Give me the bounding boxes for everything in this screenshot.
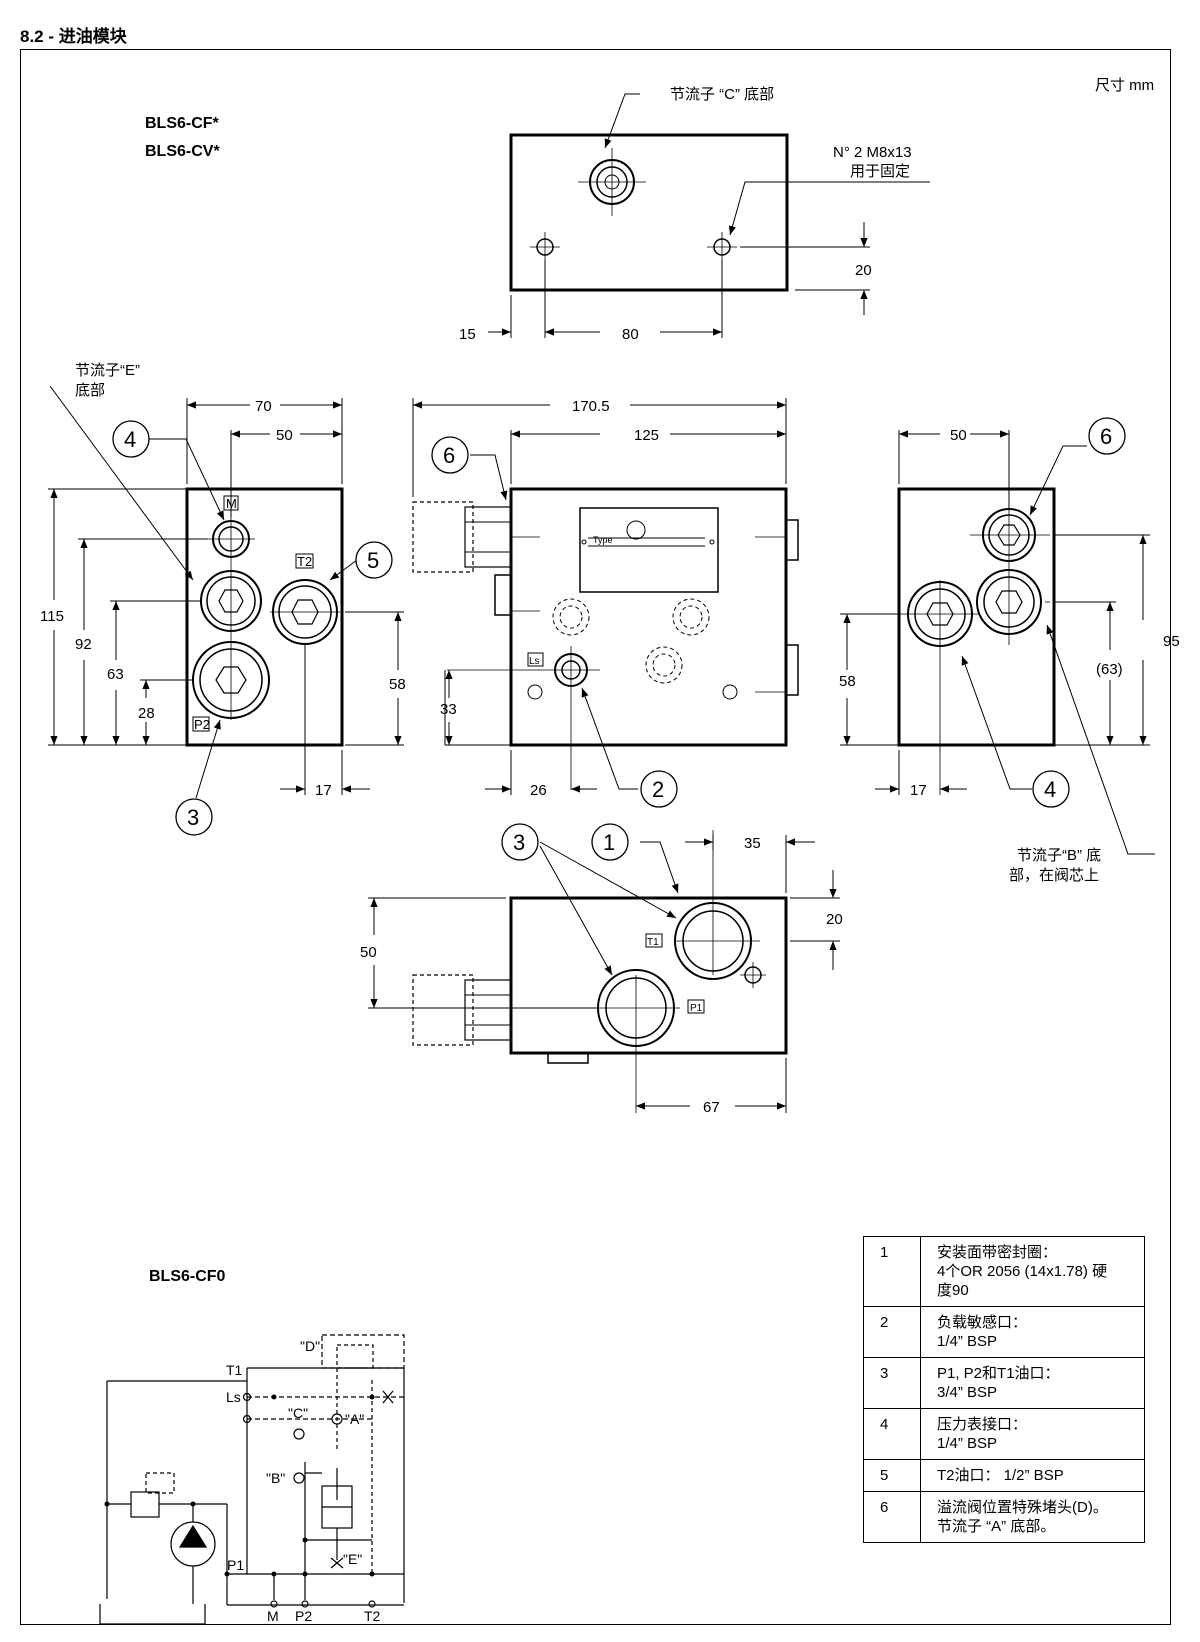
left-view-dims xyxy=(48,385,404,799)
schematic-label-d: "D" xyxy=(300,1338,320,1354)
legend-desc: 压力表接口：1/4” BSP xyxy=(920,1408,1145,1460)
model-label-1: BLS6-CF* xyxy=(145,115,220,132)
nameplate-type: Type xyxy=(593,535,613,545)
dim-left-115: 115 xyxy=(40,608,64,625)
dim-front-26: 26 xyxy=(530,782,547,799)
dim-front-33: 33 xyxy=(440,701,457,718)
units-label: 尺寸 mm xyxy=(1095,77,1154,94)
bottom-view-dims xyxy=(368,835,840,1113)
schematic-label-m: M xyxy=(267,1608,279,1624)
dim-bottom-50: 50 xyxy=(360,944,377,961)
balloons xyxy=(112,417,1126,861)
balloon-3-left: 3 xyxy=(187,805,199,830)
callout-throttle-c: 节流子 “C” 底部 xyxy=(670,86,774,103)
callout-fixing-2: 用于固定 xyxy=(850,163,910,180)
dim-left-58: 58 xyxy=(389,676,406,693)
schematic-label-p1: P1 xyxy=(227,1557,244,1573)
legend-num: 1 xyxy=(863,1236,921,1307)
dim-left-92: 92 xyxy=(75,636,92,653)
bottom-view xyxy=(412,830,788,1113)
dim-left-63: 63 xyxy=(107,666,124,683)
balloon-5-left: 5 xyxy=(367,548,379,573)
legend-table: 1 安装面带密封圈：4个OR 2056 (14x1.78) 硬度90 2 负载敏… xyxy=(863,1236,1145,1543)
callout-throttle-b-2: 部，在阀芯上 xyxy=(1009,867,1099,884)
drawing-frame xyxy=(20,49,1171,1625)
dim-right-63: (63) xyxy=(1096,661,1123,678)
callout-throttle-e-1: 节流子“E” xyxy=(75,362,140,379)
dim-left-50: 50 xyxy=(276,427,293,444)
top-view-dims xyxy=(488,93,930,338)
dim-right-50: 50 xyxy=(950,427,967,444)
dim-bottom-20: 20 xyxy=(826,911,843,928)
legend-row: 5 T2油口： 1/2” BSP xyxy=(863,1459,1145,1492)
schematic-label-a: "A" xyxy=(345,1411,364,1427)
legend-desc: 安装面带密封圈：4个OR 2056 (14x1.78) 硬度90 xyxy=(920,1236,1145,1307)
dim-bottom-67: 67 xyxy=(703,1099,720,1116)
dim-left-70: 70 xyxy=(255,398,272,415)
balloon-1-bottom: 1 xyxy=(603,830,615,855)
front-view-dims xyxy=(412,398,787,795)
dim-right-95: 95 xyxy=(1163,633,1180,650)
schematic-nodes xyxy=(104,1394,375,1577)
schematic-title: BLS6-CF0 xyxy=(149,1268,226,1285)
balloon-numbers: 4 6 5 3 2 4 6 3 1 xyxy=(124,424,1112,855)
port-label-m: M xyxy=(226,496,237,511)
schematic-label-c: "C" xyxy=(288,1405,308,1421)
dim-front-125: 125 xyxy=(634,427,659,444)
legend-desc: 负载敏感口：1/4” BSP xyxy=(920,1306,1145,1358)
schematic-label-t2: T2 xyxy=(364,1608,381,1624)
right-view-dims xyxy=(840,430,1155,855)
section-heading: 8.2 - 进油模块 xyxy=(20,27,127,46)
right-view xyxy=(897,487,1056,795)
schematic-label-ls: Ls xyxy=(226,1389,241,1405)
callout-throttle-b-1: 节流子“B” 底 xyxy=(1017,847,1101,864)
port-label-t1: T1 xyxy=(647,937,659,948)
hydraulic-schematic xyxy=(99,1334,405,1625)
balloon-4-left: 4 xyxy=(124,427,136,452)
port-label-p1: P1 xyxy=(690,1003,703,1014)
port-label-t2: T2 xyxy=(297,554,312,569)
dim-top-20: 20 xyxy=(855,262,872,279)
legend-row: 4 压力表接口：1/4” BSP xyxy=(863,1408,1145,1460)
dim-top-15: 15 xyxy=(459,326,476,343)
legend-num: 6 xyxy=(863,1491,921,1543)
dim-right-58: 58 xyxy=(839,673,856,690)
legend-row: 2 负载敏感口：1/4” BSP xyxy=(863,1306,1145,1358)
dim-right-17: 17 xyxy=(910,782,927,799)
legend-desc: 溢流阀位置特殊堵头(D)。节流子 “A” 底部。 xyxy=(920,1491,1145,1543)
balloon-4-right: 4 xyxy=(1044,777,1056,802)
dim-bottom-35: 35 xyxy=(744,835,761,852)
dim-left-28: 28 xyxy=(138,705,155,722)
schematic-label-p2: P2 xyxy=(295,1608,312,1624)
balloon-6-right: 6 xyxy=(1100,424,1112,449)
top-view xyxy=(509,133,789,292)
callout-fixing-1: N° 2 M8x13 xyxy=(833,144,912,161)
model-label-2: BLS6-CV* xyxy=(145,143,220,160)
legend-num: 3 xyxy=(863,1357,921,1409)
legend-num: 4 xyxy=(863,1408,921,1460)
port-label-p2: P2 xyxy=(194,717,210,732)
legend-row: 1 安装面带密封圈：4个OR 2056 (14x1.78) 硬度90 xyxy=(863,1236,1145,1307)
dim-top-80: 80 xyxy=(622,326,639,343)
schematic-label-t1: T1 xyxy=(226,1362,243,1378)
legend-num: 2 xyxy=(863,1306,921,1358)
legend-desc: P1, P2和T1油口：3/4” BSP xyxy=(920,1357,1145,1409)
dim-front-170: 170.5 xyxy=(572,398,610,415)
legend-row: 3 P1, P2和T1油口：3/4” BSP xyxy=(863,1357,1145,1409)
legend-num: 5 xyxy=(863,1459,921,1492)
left-view xyxy=(185,487,344,747)
dim-left-17: 17 xyxy=(315,782,332,799)
schematic-label-b: "B" xyxy=(266,1470,285,1486)
legend-row: 6 溢流阀位置特殊堵头(D)。节流子 “A” 底部。 xyxy=(863,1491,1145,1543)
legend-desc: T2油口： 1/2” BSP xyxy=(920,1459,1145,1492)
schematic-label-e: "E" xyxy=(343,1551,362,1567)
balloon-6-front: 6 xyxy=(443,443,455,468)
balloon-3-bottom: 3 xyxy=(513,830,525,855)
balloon-2-front: 2 xyxy=(652,777,664,802)
callout-throttle-e-2: 底部 xyxy=(75,382,105,399)
front-view xyxy=(412,487,799,790)
port-label-ls: Ls xyxy=(529,656,540,667)
